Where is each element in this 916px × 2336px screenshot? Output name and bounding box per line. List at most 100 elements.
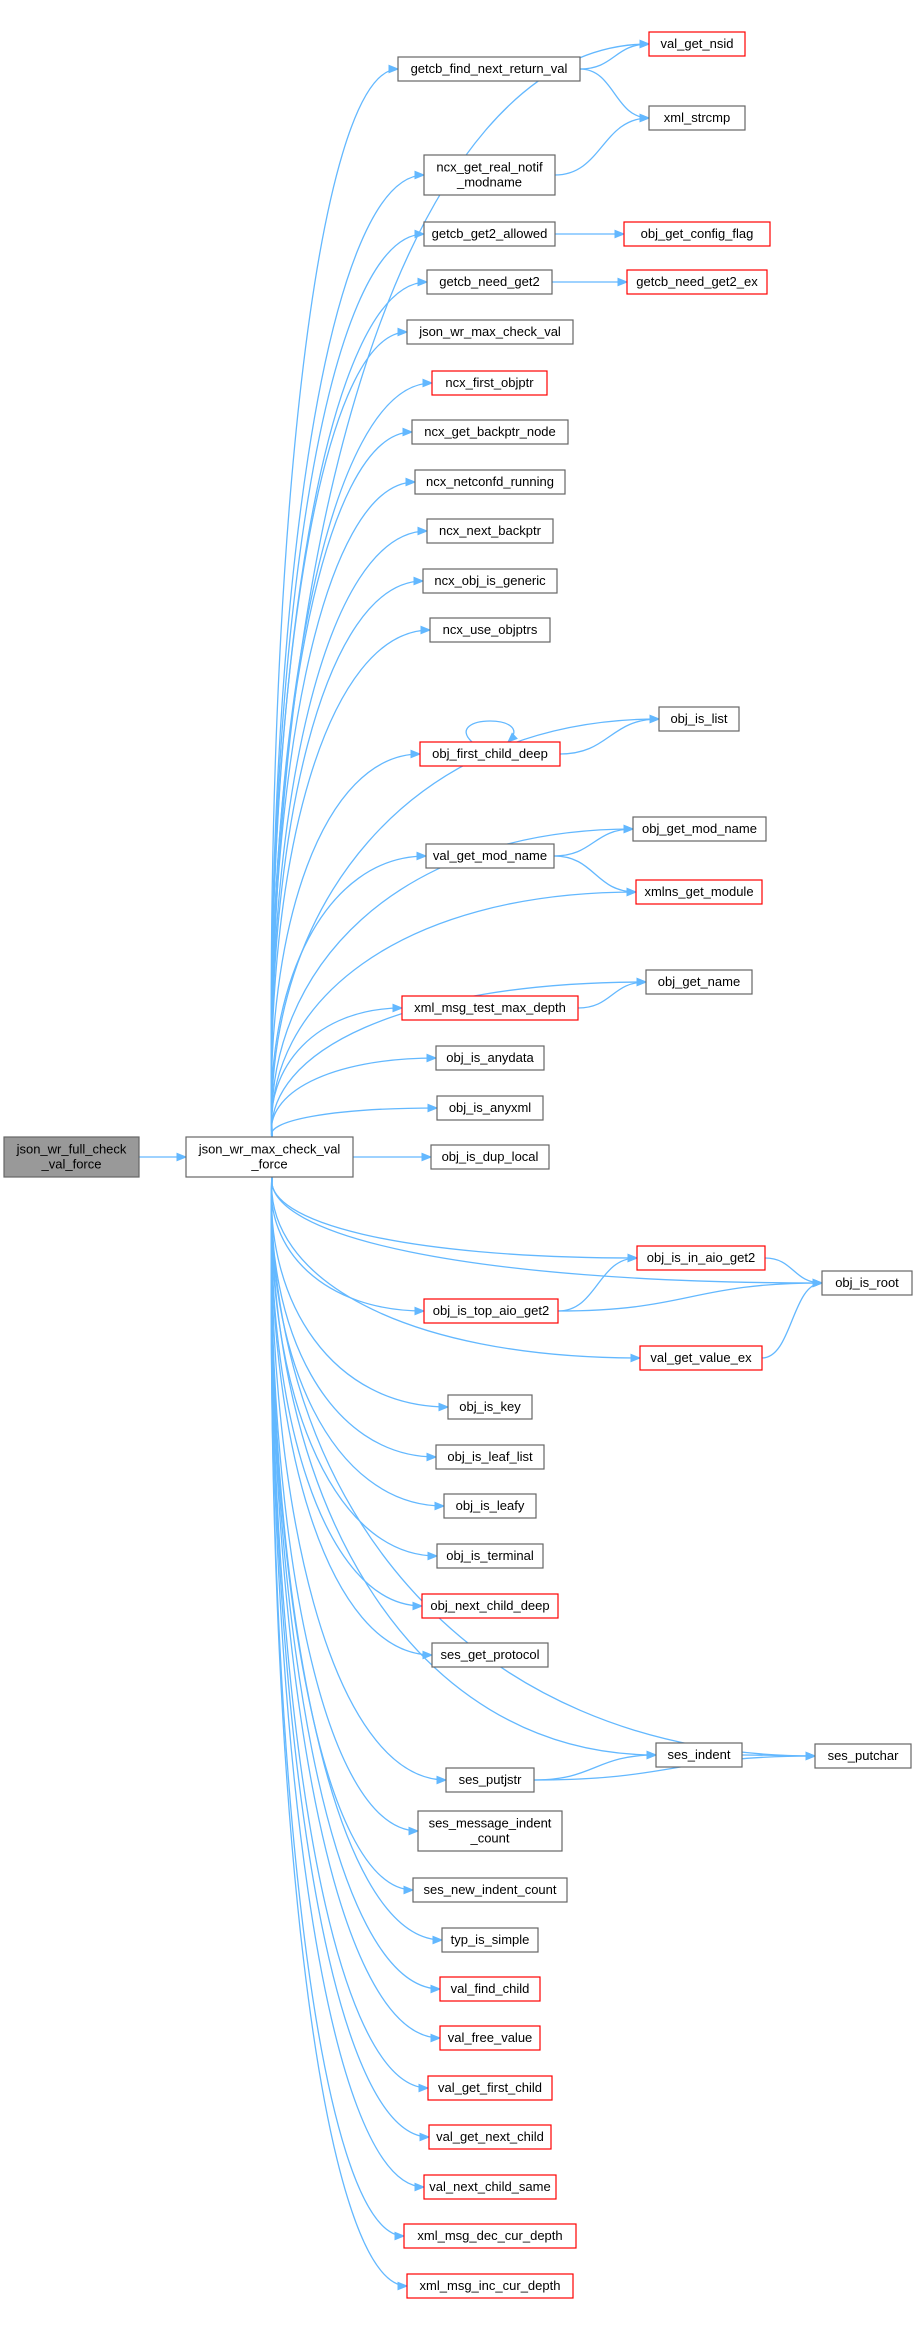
- node-label: obj_is_root: [835, 1275, 899, 1290]
- edge-arrowhead: [507, 732, 518, 743]
- node-label: getcb_get2_allowed: [432, 226, 548, 241]
- node-ncx-netconfd-running[interactable]: ncx_netconfd_running: [414, 469, 566, 495]
- node-getcb-find-next-return-val[interactable]: getcb_find_next_return_val: [397, 56, 581, 82]
- node-ses-indent[interactable]: ses_indent: [655, 1742, 743, 1768]
- edge-xml_msg_test_max_depth-to-obj_get_name: [577, 981, 647, 1009]
- edge-val_get_mod_name-to-obj_get_mod_name: [553, 828, 634, 857]
- node-val-get-mod-name[interactable]: val_get_mod_name: [425, 843, 555, 869]
- node-box: [423, 221, 556, 247]
- node-getcb-get2-allowed[interactable]: getcb_get2_allowed: [423, 221, 556, 247]
- node-val-next-child-same[interactable]: val_next_child_same: [423, 2174, 557, 2200]
- node-box: [436, 1543, 544, 1569]
- node-obj-is-in-aio-get2[interactable]: obj_is_in_aio_get2: [636, 1245, 766, 1271]
- node-ncx-get-real-notif-modname[interactable]: ncx_get_real_notif_modname: [423, 154, 556, 196]
- node-label: _count: [469, 1831, 509, 1846]
- node-box: [648, 31, 746, 57]
- edge-arrowhead: [394, 2231, 406, 2241]
- node-obj-next-child-deep[interactable]: obj_next_child_deep: [421, 1593, 559, 1619]
- node-box: [422, 568, 558, 594]
- node-obj-first-child-deep[interactable]: obj_first_child_deep: [419, 741, 561, 767]
- edge-json_wr_max_check_val_force-to-ses_indent: [271, 1176, 657, 1756]
- node-box: [441, 1927, 539, 1953]
- edge-arrowhead: [413, 576, 425, 586]
- node-ses-putjstr[interactable]: ses_putjstr: [445, 1767, 535, 1793]
- node-ses-putchar[interactable]: ses_putchar: [814, 1743, 912, 1769]
- node-obj-is-root[interactable]: obj_is_root: [821, 1270, 913, 1296]
- node-label: typ_is_simple: [451, 1932, 530, 1947]
- node-val-get-nsid[interactable]: val_get_nsid: [648, 31, 746, 57]
- node-val-get-next-child[interactable]: val_get_next_child: [428, 2124, 552, 2150]
- node-box: [423, 2174, 557, 2200]
- node-obj-get-config-flag[interactable]: obj_get_config_flag: [623, 221, 771, 247]
- node-box: [417, 1810, 563, 1852]
- node-ses-message-indent-count[interactable]: ses_message_indent_count: [417, 1810, 563, 1852]
- node-obj-is-dup-local[interactable]: obj_is_dup_local: [430, 1144, 550, 1170]
- edge-arrowhead: [617, 277, 629, 287]
- node-label: xml_strcmp: [664, 110, 730, 125]
- node-ncx-get-backptr-node[interactable]: ncx_get_backptr_node: [411, 419, 569, 445]
- node-typ-is-simple[interactable]: typ_is_simple: [441, 1927, 539, 1953]
- node-obj-get-name[interactable]: obj_get_name: [645, 969, 753, 995]
- node-label: obj_is_leaf_list: [447, 1449, 533, 1464]
- node-obj-is-list[interactable]: obj_is_list: [658, 706, 740, 732]
- node-label: val_get_first_child: [438, 2080, 542, 2095]
- node-val-free-value[interactable]: val_free_value: [439, 2025, 541, 2051]
- node-ncx-obj-is-generic[interactable]: ncx_obj_is_generic: [422, 568, 558, 594]
- node-ncx-next-backptr[interactable]: ncx_next_backptr: [426, 518, 554, 544]
- node-box: [423, 154, 556, 196]
- node-ncx-use-objptrs[interactable]: ncx_use_objptrs: [429, 617, 551, 643]
- node-label: json_wr_max_check_val: [198, 1142, 341, 1157]
- node-label: val_get_next_child: [436, 2129, 544, 2144]
- node-getcb-need-get2-ex[interactable]: getcb_need_get2_ex: [626, 269, 768, 295]
- node-obj-is-leaf-list[interactable]: obj_is_leaf_list: [435, 1444, 545, 1470]
- node-label: obj_get_config_flag: [641, 226, 754, 241]
- node-obj-is-top-aio-get2[interactable]: obj_is_top_aio_get2: [423, 1298, 559, 1324]
- edge-ses_putjstr-to-ses_indent: [533, 1754, 657, 1781]
- edge-json_wr_max_check_val_force-to-obj_is_list: [271, 718, 660, 1138]
- node-box: [623, 221, 771, 247]
- node-val-get-first-child[interactable]: val_get_first_child: [427, 2075, 553, 2101]
- node-val-find-child[interactable]: val_find_child: [439, 1976, 541, 2002]
- node-getcb-need-get2[interactable]: getcb_need_get2: [426, 269, 553, 295]
- node-obj-is-terminal[interactable]: obj_is_terminal: [436, 1543, 544, 1569]
- node-label: ncx_use_objptrs: [443, 622, 538, 637]
- edge-arrowhead: [417, 526, 429, 536]
- edge-arrowhead: [419, 2132, 431, 2142]
- node-obj-is-anyxml[interactable]: obj_is_anyxml: [436, 1095, 544, 1121]
- node-box: [406, 2273, 574, 2299]
- edge-arrowhead: [408, 1826, 420, 1836]
- edge-arrowhead: [636, 977, 648, 987]
- node-xml-msg-dec-cur-depth[interactable]: xml_msg_dec_cur_depth: [403, 2223, 577, 2249]
- node-json-wr-max-check-val[interactable]: json_wr_max_check_val: [406, 319, 574, 345]
- node-label: ses_message_indent: [429, 1816, 552, 1831]
- node-box: [443, 1493, 537, 1519]
- node-xml-msg-test-max-depth[interactable]: xml_msg_test_max_depth: [401, 995, 579, 1021]
- edge-json_wr_max_check_val_force-to-val_get_mod_name: [270, 855, 427, 1138]
- node-label: obj_is_anyxml: [449, 1100, 531, 1115]
- edge-json_wr_max_check_val_force-to-xmlns_get_module: [271, 891, 637, 1138]
- node-ses-get-protocol[interactable]: ses_get_protocol: [431, 1642, 549, 1668]
- node-xml-strcmp[interactable]: xml_strcmp: [648, 105, 746, 131]
- node-label: obj_next_child_deep: [430, 1598, 549, 1613]
- node-json-wr-full-check-val-force[interactable]: json_wr_full_check_val_force: [3, 1136, 140, 1178]
- node-json-wr-max-check-val-force[interactable]: json_wr_max_check_val_force: [185, 1136, 354, 1178]
- node-obj-is-leafy[interactable]: obj_is_leafy: [443, 1493, 537, 1519]
- node-label: val_free_value: [448, 2030, 533, 2045]
- edge-arrowhead: [434, 1501, 446, 1511]
- node-box: [411, 419, 569, 445]
- node-val-get-value-ex[interactable]: val_get_value_ex: [639, 1345, 763, 1371]
- edge-json_wr_max_check_val_force-to-ncx_netconfd_running: [270, 481, 416, 1138]
- node-box: [421, 1593, 559, 1619]
- node-obj-is-anydata[interactable]: obj_is_anydata: [435, 1045, 545, 1071]
- node-box: [185, 1136, 354, 1178]
- edge-obj_is_top_aio_get2-to-obj_is_in_aio_get2: [557, 1257, 638, 1312]
- node-ncx-first-objptr[interactable]: ncx_first_objptr: [431, 370, 548, 396]
- edge-arrowhead: [626, 887, 638, 897]
- node-xmlns-get-module[interactable]: xmlns_get_module: [635, 879, 763, 905]
- edge-obj_first_child_deep-to-obj_is_list: [559, 718, 660, 755]
- node-xml-msg-inc-cur-depth[interactable]: xml_msg_inc_cur_depth: [406, 2273, 574, 2299]
- node-label: xml_msg_inc_cur_depth: [420, 2278, 561, 2293]
- node-ses-new-indent-count[interactable]: ses_new_indent_count: [412, 1877, 568, 1903]
- node-obj-get-mod-name[interactable]: obj_get_mod_name: [632, 816, 767, 842]
- node-obj-is-key[interactable]: obj_is_key: [447, 1394, 533, 1420]
